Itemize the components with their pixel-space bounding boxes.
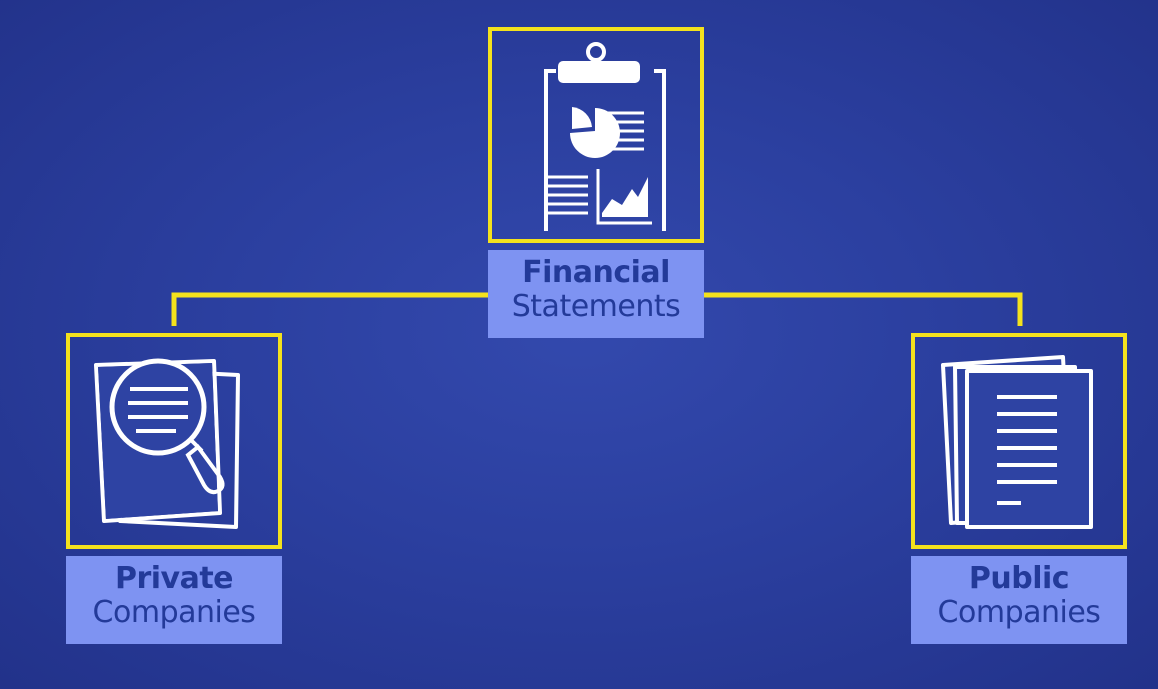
root-label: Financial Statements — [488, 250, 704, 338]
private-icon-frame — [66, 333, 282, 549]
public-label-bold: Public — [968, 561, 1070, 596]
private-label-bold: Private — [114, 561, 234, 596]
public-label: Public Companies — [911, 556, 1127, 644]
root-icon-frame — [488, 27, 704, 243]
stacked-documents-icon — [941, 355, 1093, 529]
public-label-regular: Companies — [937, 595, 1101, 630]
root-label-regular: Statements — [511, 289, 681, 324]
document-magnifier-icon — [94, 358, 240, 529]
clipboard-report-icon — [544, 42, 666, 231]
private-label-regular: Companies — [92, 595, 256, 630]
root-label-bold: Financial — [522, 255, 670, 290]
private-label: Private Companies — [66, 556, 282, 644]
public-icon-frame — [911, 333, 1127, 549]
